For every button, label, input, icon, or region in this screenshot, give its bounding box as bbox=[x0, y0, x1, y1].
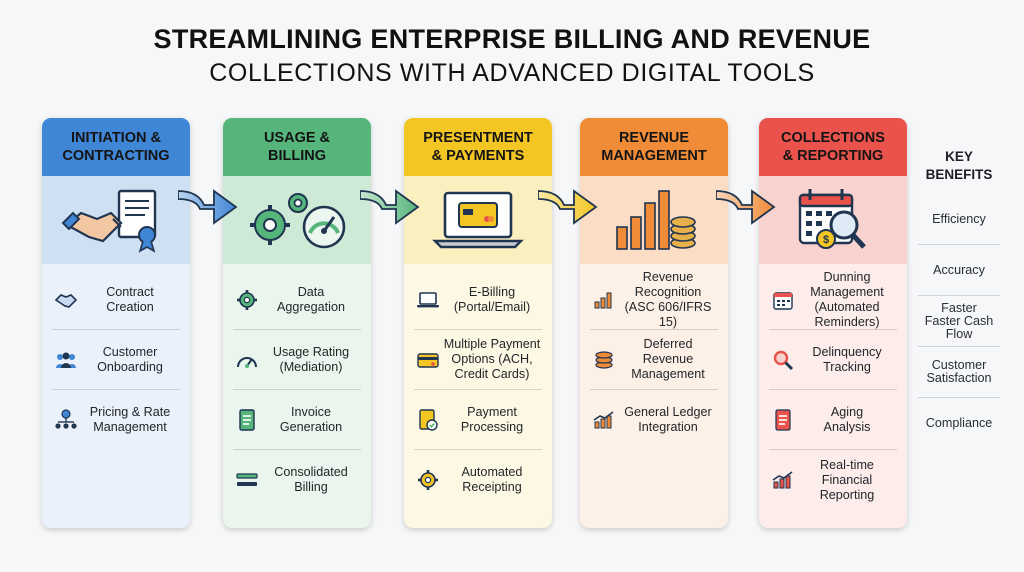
benefit-item: Efficiency bbox=[918, 194, 1000, 245]
payment-doc-icon bbox=[414, 408, 442, 432]
pricing-hierarchy-icon bbox=[52, 409, 80, 431]
list-item: Automated Receipting bbox=[414, 450, 542, 510]
item-label: Customer Onboarding bbox=[97, 344, 163, 374]
calendar-icon bbox=[769, 289, 797, 311]
item-label: Invoice Generation bbox=[279, 404, 343, 434]
benefit-item: Accuracy bbox=[918, 245, 1000, 296]
list-item: Dunning Management (Automated Reminders) bbox=[769, 270, 897, 330]
gears-gauge-icon bbox=[223, 176, 371, 264]
list-item: Pricing & Rate Management bbox=[52, 390, 180, 450]
benefit-item: Compliance bbox=[925, 416, 993, 430]
gear-icon bbox=[233, 289, 261, 311]
item-label: Dunning Management (Automated Reminders) bbox=[810, 269, 884, 329]
list-item: Deferred Revenue Management bbox=[590, 330, 718, 390]
benefit-item: Customer Satisfaction bbox=[918, 347, 1000, 398]
calendar-magnifier-icon: $ bbox=[759, 176, 907, 264]
benefits-heading: KEY BENEFITS bbox=[925, 149, 993, 182]
stage-usage-billing: USAGE & BILLING Data Aggregation bbox=[223, 118, 371, 528]
stage-presentment-payments: PRESENTMENT & PAYMENTS E-Billing (Portal… bbox=[404, 118, 552, 528]
flow-arrow-icon bbox=[360, 189, 420, 225]
people-group-icon bbox=[52, 350, 80, 370]
stage-initiation-contracting: INITIATION & CONTRACTING Contract Creati… bbox=[42, 118, 190, 528]
item-label: General Ledger Integration bbox=[624, 405, 712, 434]
item-label: Real-time Financial Reporting bbox=[819, 457, 875, 502]
ledger-trend-icon bbox=[590, 410, 618, 430]
list-item: Data Aggregation bbox=[233, 270, 361, 330]
stage-heading: INITIATION & CONTRACTING bbox=[42, 118, 190, 176]
list-item: Invoice Generation bbox=[233, 390, 361, 450]
magnifier-icon bbox=[769, 349, 797, 371]
list-item: Aging Analysis bbox=[769, 390, 897, 450]
flow-arrow-icon bbox=[538, 189, 598, 225]
invoice-icon bbox=[233, 408, 261, 432]
trend-chart-icon bbox=[769, 470, 797, 490]
title-line-2: COLLECTIONS WITH ADVANCED DIGITAL TOOLS bbox=[209, 59, 815, 87]
list-item: Customer Onboarding bbox=[52, 330, 180, 390]
list-item: Revenue Recognition (ASC 606/IFRS 15) bbox=[590, 270, 718, 330]
item-label: Deferred Revenue Management bbox=[631, 337, 705, 381]
item-label: Pricing & Rate Management bbox=[89, 405, 171, 434]
gear-icon bbox=[414, 469, 442, 491]
list-item: Usage Rating (Mediation) bbox=[233, 330, 361, 390]
laptop-card-icon bbox=[404, 176, 552, 264]
list-item: Contract Creation bbox=[52, 270, 180, 330]
bar-chart-icon bbox=[590, 290, 618, 310]
title-line-1: STREAMLINING ENTERPRISE BILLING AND REVE… bbox=[153, 24, 871, 54]
item-label: Data Aggregation bbox=[277, 284, 345, 314]
flow-arrow-icon bbox=[716, 189, 776, 225]
consolidate-icon bbox=[233, 470, 261, 490]
item-label: Revenue Recognition (ASC 606/IFRS 15) bbox=[624, 269, 712, 329]
handshake-contract-icon bbox=[42, 176, 190, 264]
list-item: General Ledger Integration bbox=[590, 390, 718, 450]
key-benefits: KEY BENEFITS Efficiency Accuracy Faster … bbox=[918, 148, 1000, 449]
handshake-icon bbox=[52, 290, 80, 310]
item-label: Aging Analysis bbox=[823, 404, 871, 434]
aging-doc-icon bbox=[769, 408, 797, 432]
stage-heading: COLLECTIONS & REPORTING bbox=[759, 118, 907, 176]
stage-collections-reporting: COLLECTIONS & REPORTING $ Dunning Manage… bbox=[759, 118, 907, 528]
coins-icon bbox=[590, 350, 618, 370]
list-item: Consolidated Billing bbox=[233, 450, 361, 510]
stage-heading: REVENUE MANAGEMENT bbox=[580, 118, 728, 176]
item-label: Automated Receipting bbox=[461, 465, 523, 494]
benefit-item: Faster Faster Cash Flow bbox=[918, 296, 1000, 347]
item-label: Contract Creation bbox=[106, 284, 154, 314]
list-item: Payment Processing bbox=[414, 390, 542, 450]
item-label: Delinquency Tracking bbox=[812, 344, 882, 374]
svg-text:$: $ bbox=[823, 234, 829, 246]
flow-arrow-icon bbox=[178, 189, 238, 225]
stage-heading: USAGE & BILLING bbox=[223, 118, 371, 176]
page-title: STREAMLINING ENTERPRISE BILLING AND REVE… bbox=[0, 22, 1024, 90]
card-icon bbox=[414, 351, 442, 369]
stage-revenue-management: REVENUE MANAGEMENT Revenue Recognition (… bbox=[580, 118, 728, 528]
list-item: Multiple Payment Options (ACH, Credit Ca… bbox=[414, 330, 542, 390]
list-item: E-Billing (Portal/Email) bbox=[414, 270, 542, 330]
stage-heading: PRESENTMENT & PAYMENTS bbox=[404, 118, 552, 176]
list-item: Real-time Financial Reporting bbox=[769, 450, 897, 510]
bars-coins-icon bbox=[580, 176, 728, 264]
item-label: Consolidated Billing bbox=[274, 465, 348, 494]
gauge-icon bbox=[233, 350, 261, 370]
item-label: Usage Rating (Mediation) bbox=[272, 344, 350, 374]
item-label: Multiple Payment Options (ACH, Credit Ca… bbox=[443, 337, 541, 381]
item-label: E-Billing (Portal/Email) bbox=[453, 284, 531, 314]
list-item: Delinquency Tracking bbox=[769, 330, 897, 390]
laptop-icon bbox=[414, 291, 442, 309]
item-label: Payment Processing bbox=[460, 404, 524, 434]
